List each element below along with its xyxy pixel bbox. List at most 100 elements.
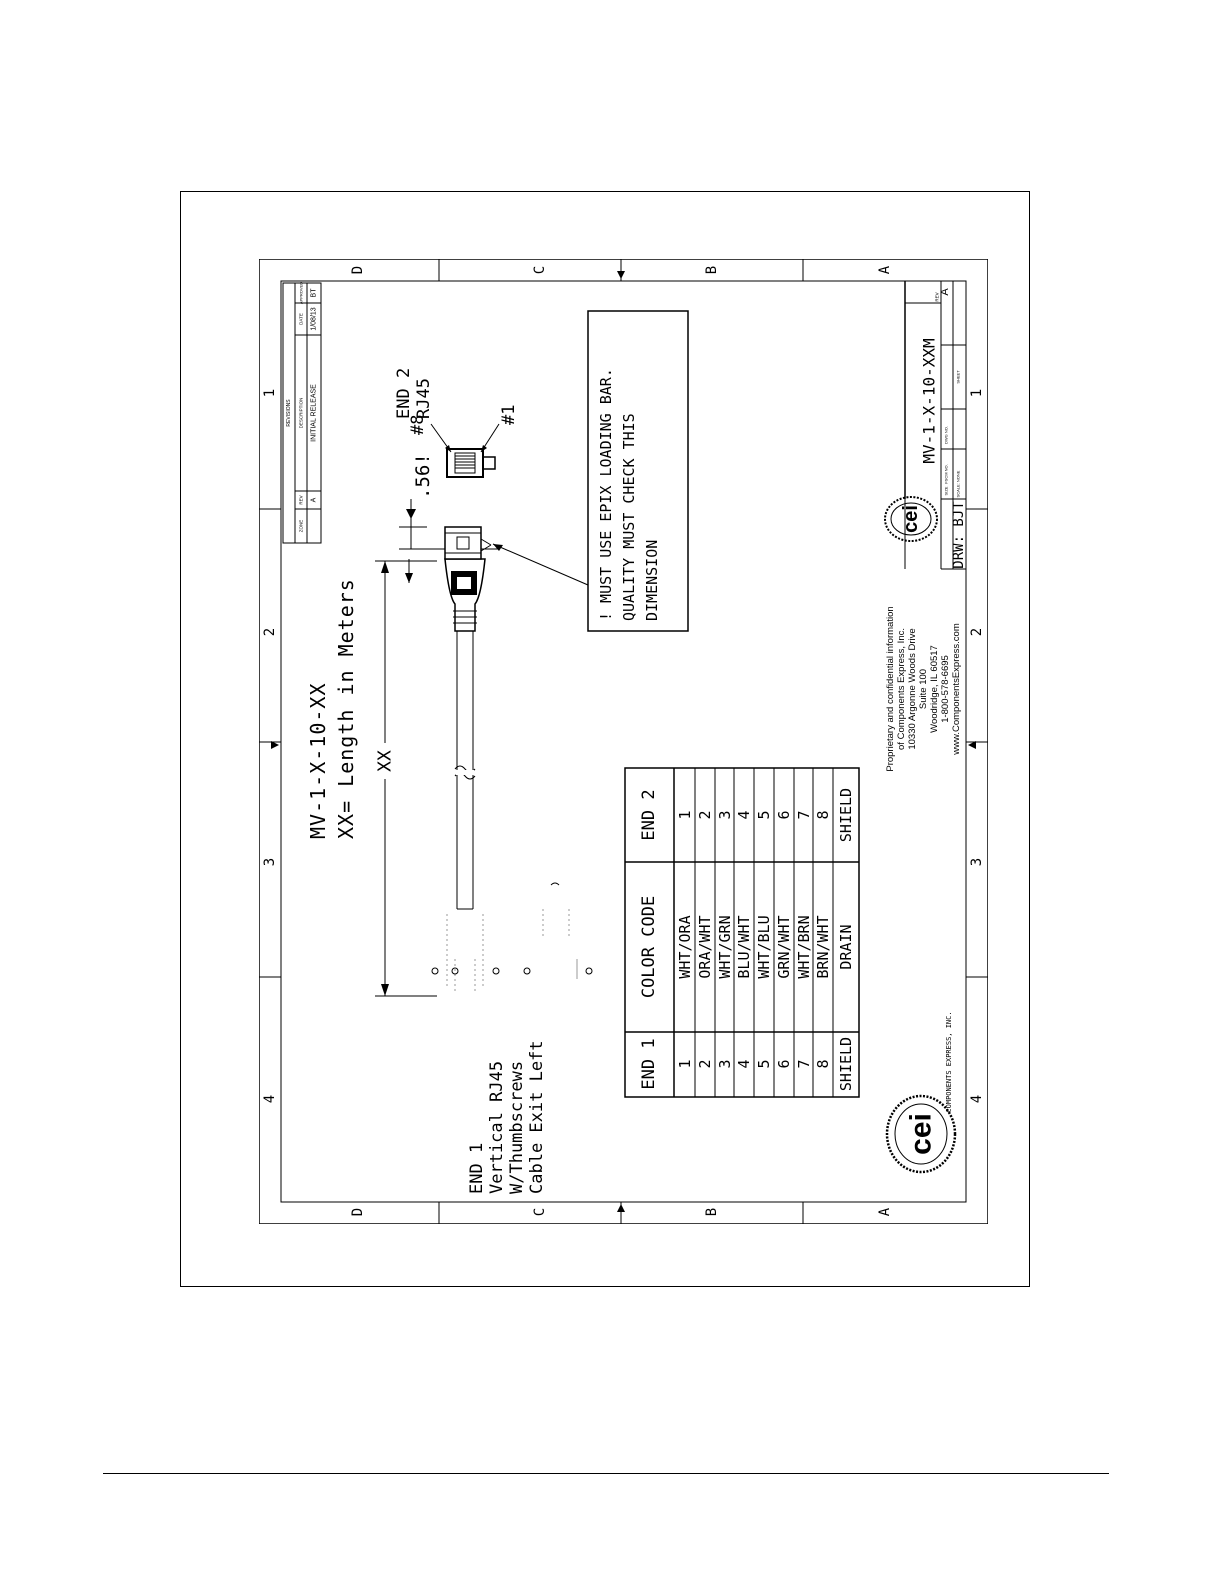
table-header-color: COLOR CODE: [639, 896, 659, 998]
title-field-dwg: DWG NO.: [944, 426, 949, 444]
title-field-sheet: SHEET: [956, 370, 961, 384]
table-cell: DRAIN: [837, 924, 855, 969]
zone-letter-top: A: [877, 265, 893, 274]
note-leader: [492, 543, 589, 586]
table-cell: 6: [775, 810, 793, 819]
end2-label: END 2 RJ45: [394, 368, 434, 419]
drawn-by: DRW: BJT: [951, 501, 967, 569]
part-number: MV-1-X-10-XXM: [920, 338, 939, 463]
cable-assembly-drawing: D C B A D C B A 1 2 3 4 1 2 3 4 REVISION…: [259, 259, 988, 1224]
title-field-size: SIZE: [944, 486, 949, 495]
table-cell: SHIELD: [837, 1037, 855, 1091]
revision-header: REVISIONS: [286, 399, 292, 427]
end1-line: END 1: [467, 1143, 487, 1194]
zone-number-right: 2: [969, 628, 985, 636]
company-line: Woodridge, IL 60517: [929, 645, 940, 733]
table-cell: SHIELD: [837, 788, 855, 842]
zone-letter-top: C: [532, 266, 548, 274]
title-field-scale: SCALE: NONE: [956, 470, 961, 497]
pin-label-8: #8: [408, 415, 428, 435]
rj45-face-end2: [446, 448, 496, 478]
table-cell: 3: [716, 810, 734, 819]
revision-row-date: 1/08/13: [311, 307, 318, 330]
table-cell: ORA/WHT: [696, 915, 714, 978]
end1-label: END 1 Vertical RJ45 W/Thumbscrews Cable …: [467, 1040, 547, 1194]
table-cell: BLU/WHT: [735, 915, 753, 978]
cei-logo-large: cei: [885, 1094, 957, 1174]
end2-line: RJ45: [414, 378, 434, 419]
table-cell: 8: [814, 810, 832, 819]
table-cell: 1: [676, 810, 694, 819]
center-arrow-left: [271, 741, 279, 749]
length-label: XX: [375, 750, 396, 772]
zone-number-left: 3: [262, 858, 278, 866]
title-block: MV-1-X-10-XXM REV A DRW: BJT SIZE FSCM N…: [904, 281, 967, 570]
center-arrow-right: [968, 741, 976, 749]
zone-letter-bottom: C: [532, 1208, 548, 1216]
end2-line: END 2: [394, 368, 414, 419]
table-cell: 4: [735, 810, 753, 819]
rj45-plug-end2: [444, 526, 492, 632]
end1-line: W/Thumbscrews: [507, 1061, 527, 1194]
company-line: Suite 100: [918, 669, 929, 709]
revision-row-description: INITIAL RELEASE: [311, 384, 318, 442]
company-line: www.ComponentsExpress.com: [951, 623, 962, 756]
table-cell: BRN/WHT: [814, 915, 832, 978]
zone-number-left: 1: [262, 389, 278, 397]
company-line: of Components Express, Inc.: [896, 628, 907, 750]
table-cell: 7: [795, 810, 813, 819]
revision-col-approved: APPROVED: [299, 282, 304, 304]
zone-letter-bottom: D: [350, 1208, 366, 1216]
pin-label-1: #1: [499, 405, 519, 425]
table-header-end1: END 1: [639, 1038, 659, 1089]
zone-letter-top: B: [704, 266, 720, 274]
title-field-fscm: FSCM NO.: [944, 464, 949, 484]
note-line: DIMENSION: [643, 540, 661, 621]
end1-connector-sketch: [431, 882, 593, 994]
table-cell: 5: [755, 1059, 773, 1068]
cable: [454, 631, 476, 910]
table-cell: WHT/GRN: [716, 915, 734, 978]
rev-value: A: [939, 288, 951, 296]
title-line-2: XX= Length in Meters: [334, 578, 358, 839]
zone-number-right: 4: [969, 1095, 985, 1103]
table-cell: 7: [795, 1059, 813, 1068]
revision-block: REVISIONS ZONE REV DESCRIPTION DATE APPR…: [282, 282, 322, 544]
page-frame: [180, 191, 1030, 1287]
zone-letter-top: D: [350, 266, 366, 274]
table-cell: WHT/ORA: [676, 915, 694, 978]
table-cell: WHT/BLU: [755, 915, 773, 978]
company-line: Proprietary and confidential information: [885, 606, 896, 771]
zone-number-right: 3: [969, 858, 985, 866]
title-line-1: MV-1-X-10-XX: [306, 683, 330, 840]
footer-rule: [103, 1473, 1109, 1474]
table-header-end2: END 2: [639, 789, 659, 840]
table-cell: 2: [696, 1059, 714, 1068]
end1-line: Vertical RJ45: [487, 1061, 507, 1194]
revision-col-rev: REV: [299, 495, 304, 504]
logo-text: cei: [900, 505, 922, 533]
dimension-label: .56!: [412, 453, 434, 499]
zone-letter-bottom: A: [877, 1207, 893, 1216]
center-arrow-bottom: [617, 1204, 625, 1212]
zone-letter-bottom: B: [704, 1208, 720, 1216]
logo-text: cei: [905, 1113, 938, 1155]
table-cell: GRN/WHT: [775, 915, 793, 978]
revision-col-date: DATE: [299, 313, 304, 325]
center-arrow-top: [617, 271, 625, 279]
table-cell: 4: [735, 1059, 753, 1068]
revision-col-description: DESCRIPTION: [299, 398, 304, 429]
table-cell: WHT/BRN: [795, 915, 813, 978]
note-line: ! MUST USE EPIX LOADING BAR.: [597, 368, 615, 621]
drawing-title: MV-1-X-10-XX XX= Length in Meters: [306, 578, 358, 839]
company-info: Proprietary and confidential information…: [885, 606, 962, 771]
revision-col-zone: ZONE: [299, 520, 304, 533]
wire-color-table: END 1 COLOR CODE END 2 1 WHT/ORA 1 2 ORA…: [624, 767, 860, 1098]
table-cell: 6: [775, 1059, 793, 1068]
quality-note: ! MUST USE EPIX LOADING BAR. QUALITY MUS…: [492, 310, 689, 632]
revision-row-rev: A: [311, 497, 318, 502]
cei-logo-small: cei: [884, 496, 938, 542]
rev-label: REV: [935, 292, 940, 301]
revision-row-approved: BT: [311, 288, 318, 298]
table-cell: 3: [716, 1059, 734, 1068]
